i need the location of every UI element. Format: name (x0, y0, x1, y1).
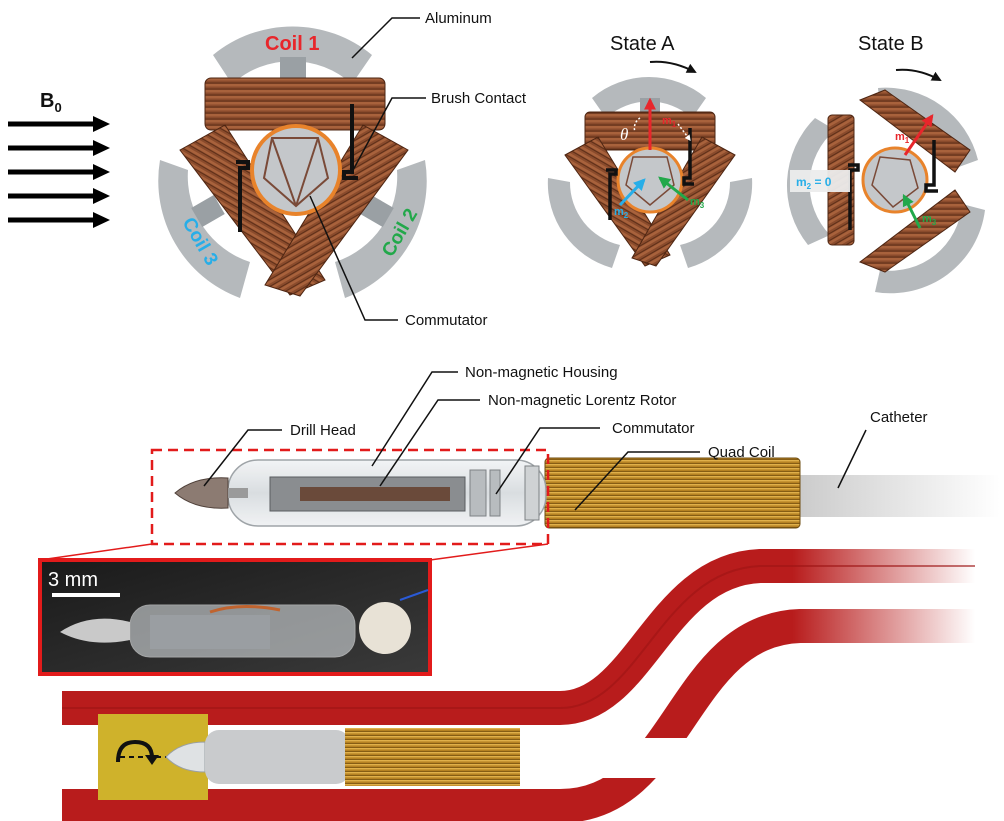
m3-sub-a: 3 (700, 201, 705, 210)
rotor-label: Non-magnetic Lorentz Rotor (488, 392, 676, 409)
drill-head (174, 477, 229, 509)
m1-label-b: m (895, 131, 905, 143)
photo-inset: 3 mm (38, 558, 432, 676)
m1-sub-b: 1 (905, 136, 910, 145)
aluminum-label: Aluminum (425, 10, 492, 27)
m3-label-a: m (690, 196, 700, 208)
state-b-diagram: State B m2 = 0 m1 m3 (786, 33, 985, 294)
main-motor: Coil 1 Coil 2 Coil 3 Aluminum Brush Cont… (158, 10, 527, 329)
theta-label: θ (620, 125, 628, 144)
commutator-label-mid: Commutator (612, 420, 695, 437)
svg-text:m3: m3 (690, 196, 705, 210)
aluminum-arc-right (335, 160, 427, 298)
m1-label-a: m (662, 115, 672, 127)
b0-subscript: 0 (54, 100, 61, 115)
svg-text:m3: m3 (922, 213, 937, 227)
catheter-label: Catheter (870, 409, 928, 426)
m2-zero-rest: = 0 (811, 175, 832, 189)
b0-label: B (40, 90, 54, 112)
m2-zero-sub: 2 (807, 182, 812, 191)
coil-2-winding (264, 124, 409, 297)
blood-vessel (62, 549, 975, 821)
b0-field: B0 (8, 90, 110, 228)
svg-text:m1: m1 (895, 131, 910, 145)
quad-coil-label: Quad Coil (708, 444, 775, 461)
aluminum-arc-top (213, 26, 372, 84)
quad-coil (544, 457, 801, 529)
rotation-icon (116, 739, 154, 763)
m2-zero-label: m (796, 175, 807, 189)
m3-label-b: m (922, 213, 932, 225)
state-a-title: State A (610, 33, 675, 55)
catheter-tube (790, 475, 1000, 517)
svg-text:m2: m2 (614, 206, 629, 220)
m1-sub-a: 1 (672, 120, 677, 129)
housing-label: Non-magnetic Housing (465, 364, 618, 381)
aluminum-arc-left (158, 160, 250, 298)
m2-label-a: m (614, 206, 624, 218)
m2-sub-a: 2 (624, 211, 629, 220)
state-a-diagram: State A θ m1 m2 m3 (547, 33, 753, 268)
b0-arrows (8, 116, 110, 228)
coil-1-winding (204, 77, 386, 131)
svg-text:m1: m1 (662, 115, 677, 129)
state-b-title: State B (858, 33, 924, 55)
device-assembly: Drill Head Non-magnetic Housing Non-magn… (39, 364, 1000, 561)
commutator-label: Commutator (405, 312, 488, 329)
inset-source-box (150, 448, 550, 546)
brush-contact-right (342, 104, 358, 180)
coil-1-label: Coil 1 (265, 33, 319, 55)
svg-text:B0: B0 (40, 90, 62, 115)
commutator (250, 124, 342, 216)
brush-contact-label: Brush Contact (431, 90, 527, 107)
brush-contact-left (236, 160, 250, 232)
svg-text:m2 = 0: m2 = 0 (796, 175, 832, 191)
scale-bar-label: 3 mm (48, 569, 98, 591)
m3-sub-b: 3 (932, 218, 937, 227)
drill-head-label: Drill Head (290, 422, 356, 439)
